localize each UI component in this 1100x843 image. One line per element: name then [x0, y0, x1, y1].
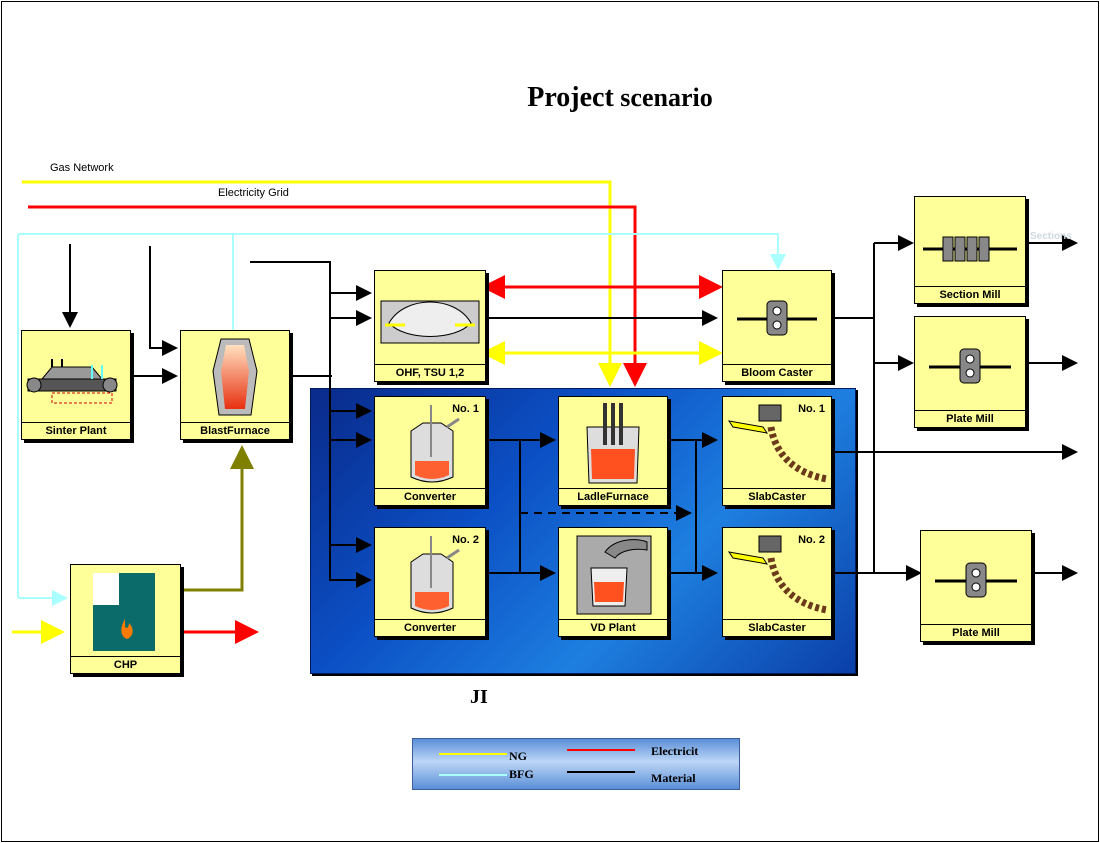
slab-caster-1-number: No. 1: [798, 403, 825, 415]
legend-ng: NG: [509, 749, 527, 763]
converter-1-label: Converter: [375, 488, 485, 505]
sinter-plant-box[interactable]: Sinter Plant: [21, 330, 131, 440]
blast-furnace-label: BlastFurnace: [181, 422, 289, 439]
converter-2-icon: [410, 536, 460, 614]
blast-furnace-box[interactable]: BlastFurnace: [180, 330, 290, 440]
converter-2-number: No. 2: [452, 534, 479, 546]
ladle-furnace-label: LadleFurnace: [559, 488, 667, 505]
ohf-box[interactable]: OHF, TSU 1,2: [374, 270, 486, 382]
gas-network-line: [22, 180, 622, 387]
ohf-icon: [380, 300, 480, 344]
legend-bfg: BFG: [509, 767, 534, 781]
chp-label: CHP: [71, 656, 180, 673]
electricity-grid-label: Electricity Grid: [218, 187, 289, 199]
title-rest: scenario: [620, 83, 713, 112]
legend-electricity: Electricit: [651, 744, 699, 758]
page-title: Project scenario: [480, 82, 760, 114]
chp-icon: [93, 573, 155, 651]
plate-mill-2-box[interactable]: Plate Mill: [920, 530, 1032, 642]
ladle-furnace-icon: [586, 403, 640, 484]
section-mill-box[interactable]: Section Mill: [914, 196, 1026, 304]
section-mill-label: Section Mill: [915, 286, 1025, 303]
ohf-label: OHF, TSU 1,2: [375, 364, 485, 381]
vd-plant-label: VD Plant: [559, 619, 667, 636]
vd-plant-box[interactable]: VD Plant: [558, 527, 668, 637]
legend: NG BFG Electricit Material: [412, 738, 740, 790]
slab-caster-2-icon: [727, 535, 828, 614]
electricity-grid-line: [28, 205, 647, 387]
vd-plant-icon: [576, 535, 652, 615]
slab-caster-1-icon: [727, 404, 828, 483]
slab-caster-1-label: SlabCaster: [723, 488, 831, 505]
section-mill-icon: [923, 236, 1017, 262]
ji-label: JI: [470, 686, 488, 708]
blast-furnace-icon: [212, 338, 258, 416]
plate-mill-2-icon: [935, 562, 1017, 598]
plate-mill-1-label: Plate Mill: [915, 410, 1025, 427]
converter-2-label: Converter: [375, 619, 485, 636]
slab-caster-2-label: SlabCaster: [723, 619, 831, 636]
plate-mill-1-icon: [929, 348, 1011, 384]
slab-caster-2-number: No. 2: [798, 534, 825, 546]
legend-material: Material: [651, 771, 696, 785]
gas-network-label: Gas Network: [50, 162, 114, 174]
slab-caster-1-box[interactable]: No. 1 SlabCaster: [722, 396, 832, 506]
bloom-caster-box[interactable]: Bloom Caster: [722, 270, 832, 382]
chp-box[interactable]: CHP: [70, 564, 181, 674]
slab-caster-2-box[interactable]: No. 2 SlabCaster: [722, 527, 832, 637]
plate-mill-2-label: Plate Mill: [921, 624, 1031, 641]
sections-output-label: Sections: [1030, 231, 1072, 242]
bloom-caster-icon: [737, 300, 817, 336]
bfg-network-line: [18, 233, 786, 270]
converter-1-number: No. 1: [452, 403, 479, 415]
sinter-plant-icon: [26, 359, 118, 404]
bloom-caster-label: Bloom Caster: [723, 364, 831, 381]
converter-1-icon: [410, 405, 460, 483]
ladle-furnace-box[interactable]: LadleFurnace: [558, 396, 668, 506]
converter-1-box[interactable]: No. 1 Converter: [374, 396, 486, 506]
sinter-plant-label: Sinter Plant: [22, 422, 130, 439]
plate-mill-1-box[interactable]: Plate Mill: [914, 316, 1026, 428]
legend-swatches: [439, 749, 635, 776]
converter-2-box[interactable]: No. 2 Converter: [374, 527, 486, 637]
title-bold: Project: [527, 82, 614, 113]
